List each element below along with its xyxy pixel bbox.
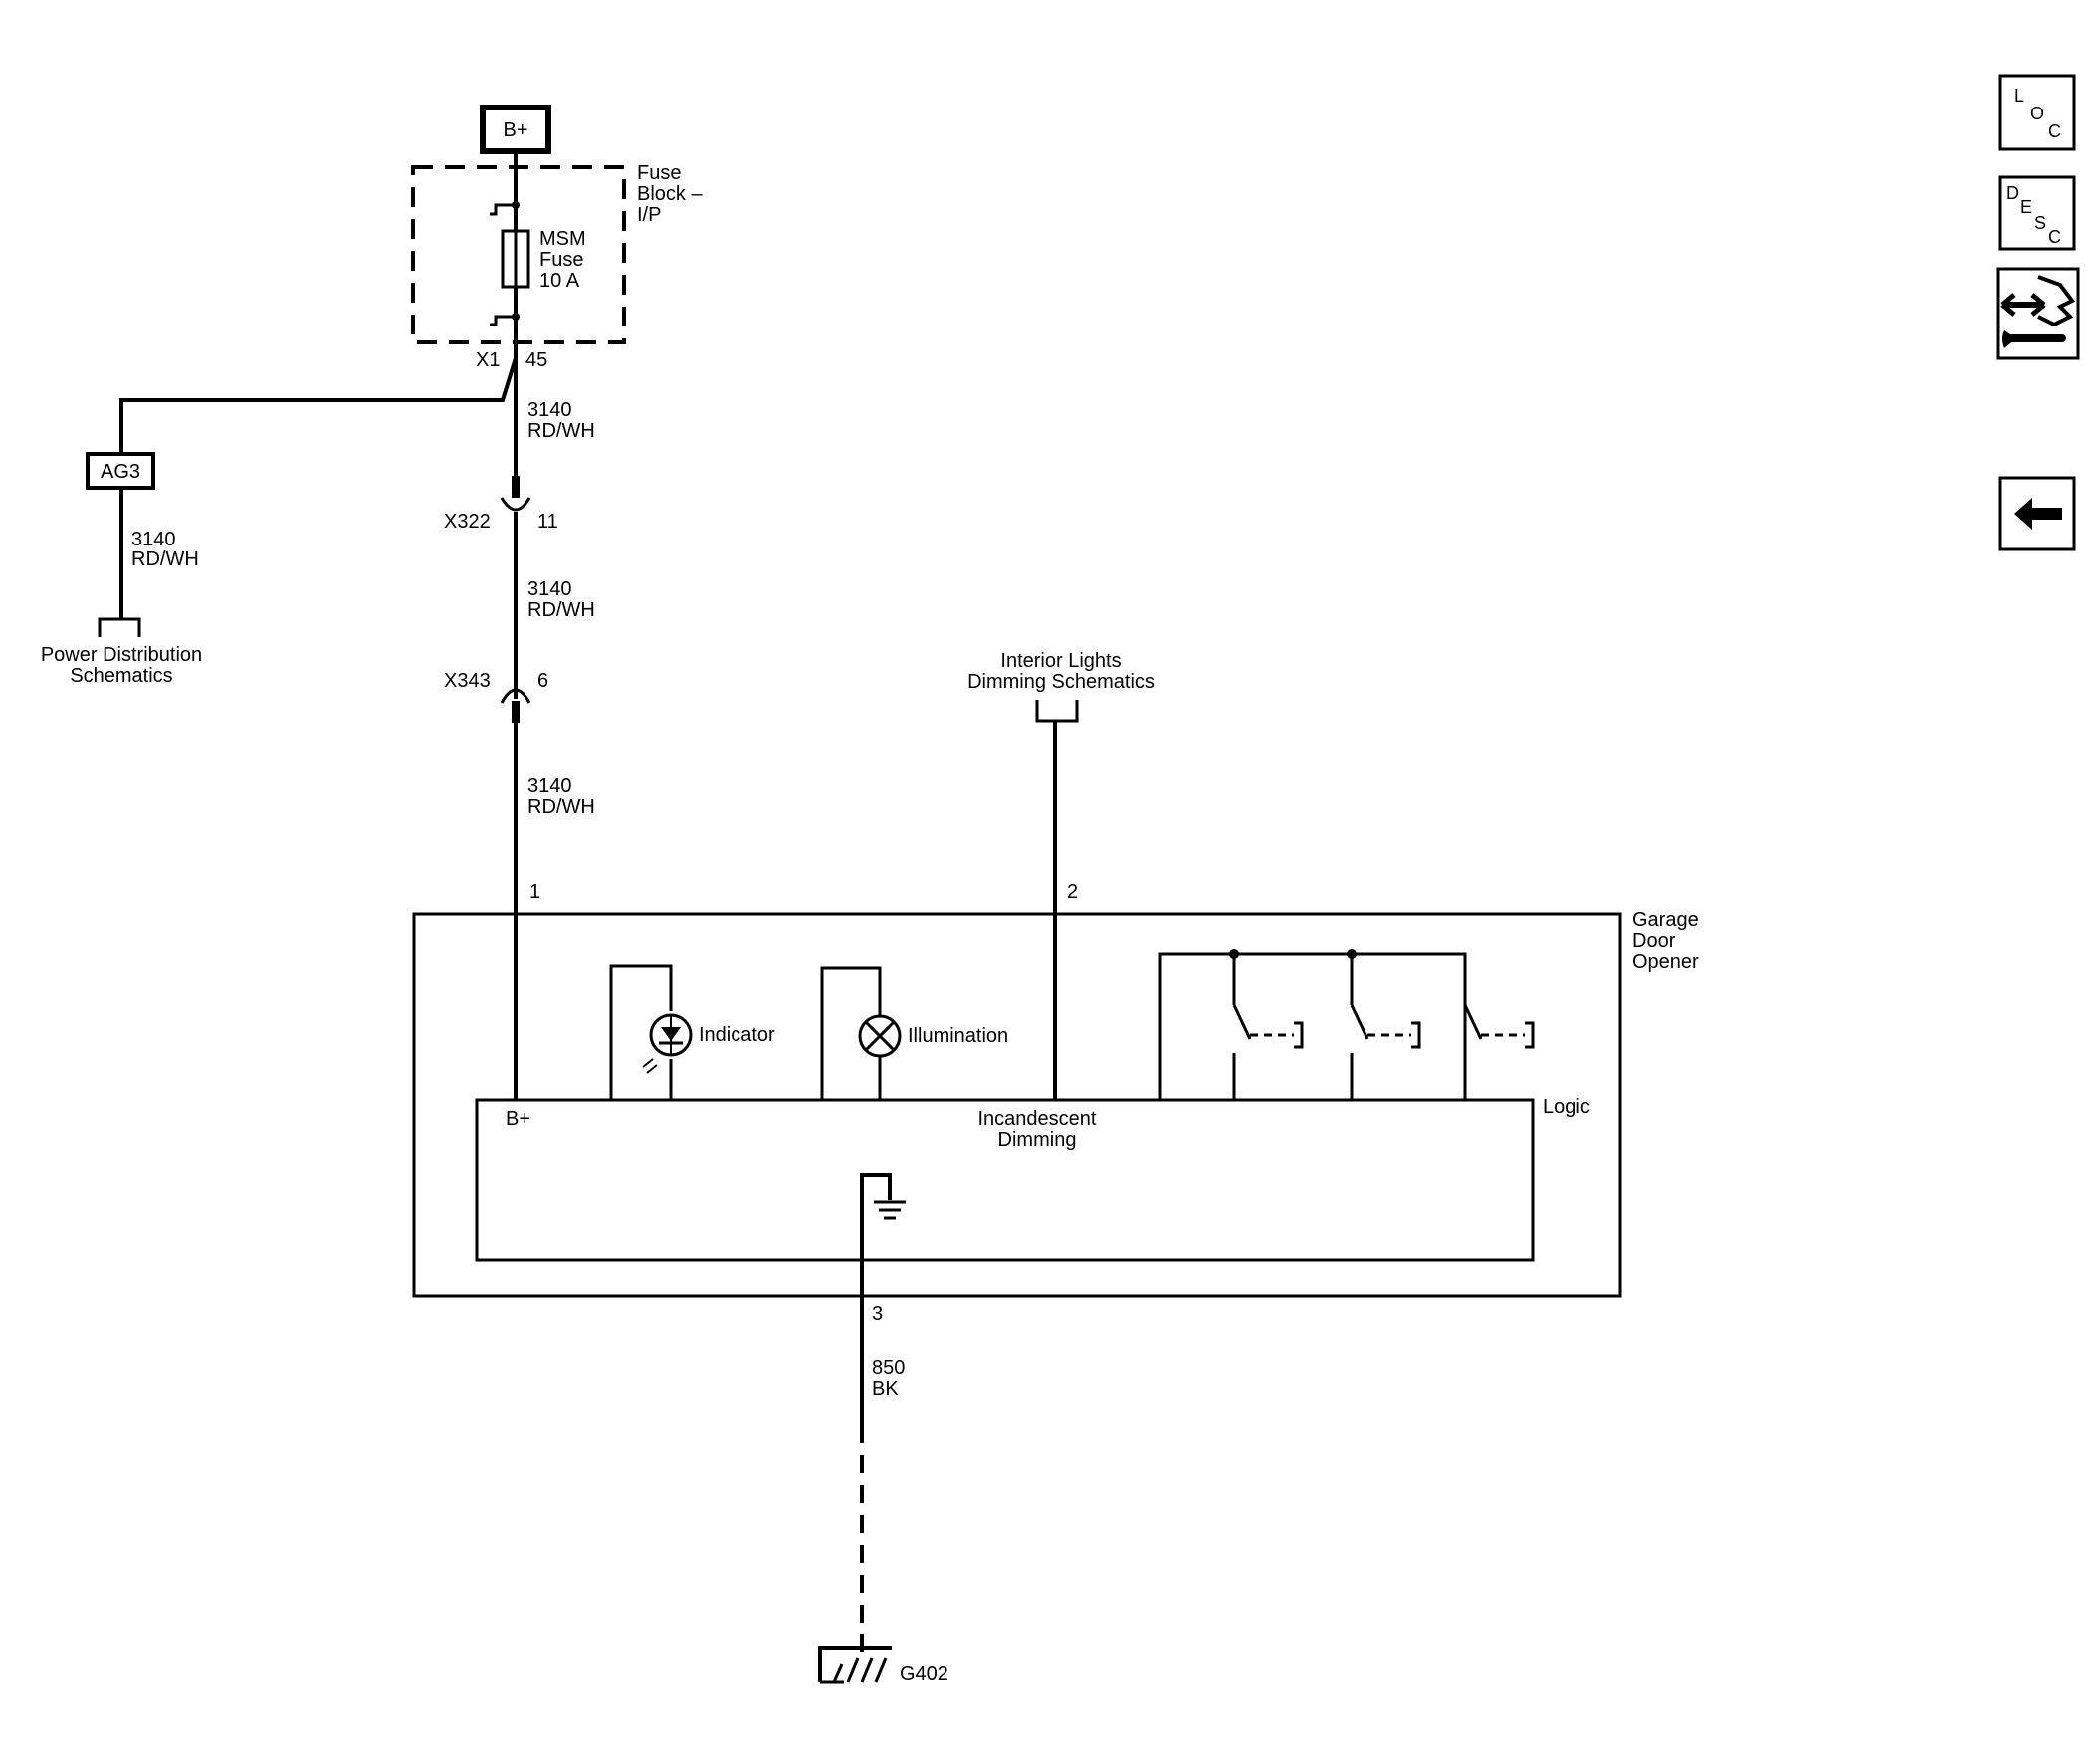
module-pin-3: 3 <box>872 1303 883 1325</box>
fuse-label-3: 10 A <box>539 270 580 292</box>
logic-block <box>475 1098 1535 1262</box>
power-source-label: B+ <box>503 119 527 141</box>
indicator-led: Indicator <box>609 964 775 1100</box>
fuse-label-1: MSM <box>539 228 586 250</box>
x1-connector-pin: 45 <box>525 349 547 371</box>
desc-icon: D E S C <box>2006 183 2061 247</box>
power-distribution-label-1: Power Distribution <box>41 644 202 666</box>
desc-letter-c: C <box>2048 227 2061 247</box>
wire-x1-x322-circuit: 3140 <box>527 399 572 421</box>
connector-tool-icon <box>2000 275 2076 348</box>
module-label-2: Door <box>1632 930 1676 952</box>
power-distribution-label-2: Schematics <box>70 665 172 687</box>
fuse-bus-top <box>490 203 516 216</box>
wire-x1-x322-color: RD/WH <box>527 420 595 442</box>
logic-bplus-label: B+ <box>506 1108 530 1130</box>
wire-ag3-color: RD/WH <box>131 548 199 570</box>
msm-fuse: MSM Fuse 10 A <box>501 228 586 292</box>
connector-x322: X322 11 <box>444 476 558 533</box>
incandescent-dimming-label-1: Incandescent <box>978 1108 1097 1130</box>
back-arrow-icon <box>2014 498 2062 530</box>
wire-x343-module-circuit: 3140 <box>527 775 572 797</box>
desc-letter-s: S <box>2034 213 2046 233</box>
wire-x322-x343-circuit: 3140 <box>527 578 572 600</box>
garage-door-opener-module <box>412 912 1622 1298</box>
interior-lights-ref <box>1035 700 1079 723</box>
loc-letter-c: C <box>2048 121 2061 141</box>
incandescent-dimming-label-2: Dimming <box>998 1129 1077 1151</box>
x343-pin: 6 <box>537 670 548 692</box>
splice-ag3: AG3 <box>86 452 155 490</box>
interior-lights-label-2: Dimming Schematics <box>967 671 1155 693</box>
indicator-label: Indicator <box>699 1024 775 1046</box>
loc-letter-o: O <box>2030 104 2044 123</box>
splice-ag3-label: AG3 <box>101 461 140 483</box>
loc-letter-l: L <box>2014 86 2024 106</box>
fuse-block-label-2: Block – <box>637 183 703 205</box>
module-label-1: Garage <box>1632 909 1699 931</box>
x1-connector-name: X1 <box>476 349 500 371</box>
ground-g402: G402 <box>818 1646 948 1685</box>
desc-letter-e: E <box>2020 197 2032 217</box>
wire-branch-ag3 <box>119 342 518 454</box>
loc-icon: L O C <box>2014 86 2061 141</box>
loc-button[interactable]: L O C <box>1998 74 2076 151</box>
fuse-bus-bottom <box>490 315 516 326</box>
fuse-block-label-3: I/P <box>637 204 661 226</box>
wire-ag3-circuit: 3140 <box>131 529 176 550</box>
back-button[interactable] <box>1998 476 2076 551</box>
logic-label: Logic <box>1543 1096 1590 1118</box>
x322-pin: 11 <box>537 511 558 533</box>
illumination-lamp: Illumination <box>820 966 1008 1100</box>
module-pin-2: 2 <box>1067 881 1078 903</box>
wire-ground-circuit: 850 <box>872 1357 905 1379</box>
ground-g402-label: G402 <box>900 1663 948 1685</box>
desc-button[interactable]: D E S C <box>1998 175 2076 251</box>
illumination-label: Illumination <box>908 1025 1008 1047</box>
wire-ground-color: BK <box>872 1378 899 1400</box>
fuse-label-2: Fuse <box>539 249 583 271</box>
x343-name: X343 <box>444 670 491 692</box>
fuse-block: Fuse Block – I/P <box>411 162 703 344</box>
connector-x343: X343 6 <box>444 670 548 723</box>
internal-ground-symbol <box>860 1173 906 1260</box>
wire-x322-x343-color: RD/WH <box>527 599 595 621</box>
wire-x343-module-color: RD/WH <box>527 796 595 818</box>
connector-tool-button[interactable] <box>1996 267 2080 360</box>
power-source-bplus: B+ <box>480 105 551 154</box>
module-label-3: Opener <box>1632 951 1699 973</box>
power-distribution-ref <box>98 617 141 637</box>
fuse-block-label-1: Fuse <box>637 162 681 184</box>
button-switches <box>1158 949 1535 1100</box>
desc-letter-d: D <box>2006 183 2019 203</box>
interior-lights-label-1: Interior Lights <box>1000 650 1121 672</box>
x322-name: X322 <box>444 511 491 533</box>
module-pin-1: 1 <box>529 881 540 903</box>
